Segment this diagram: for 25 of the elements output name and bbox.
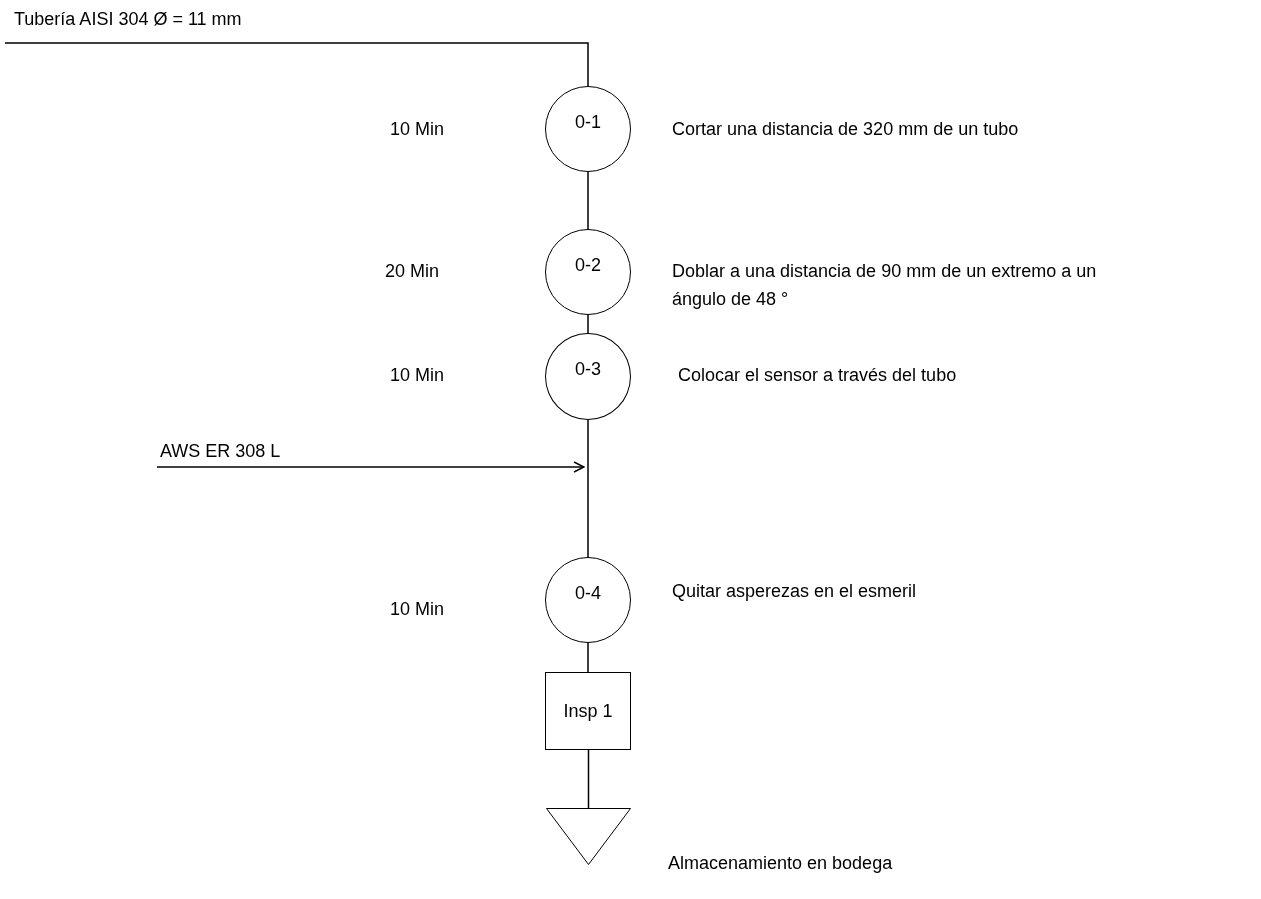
operation-number: 0-1	[575, 111, 601, 133]
connector-line	[587, 171, 589, 230]
step-description: Doblar a una distancia de 90 mm de un extremo a un ángulo de 48 °	[672, 260, 1098, 311]
connector-line	[587, 642, 589, 673]
inspection-label: Insp 1	[563, 700, 613, 722]
time-label: 10 Min	[390, 364, 445, 387]
step-description: Cortar una distancia de 320 mm de un tubo	[672, 118, 1019, 141]
material-label: Tubería AISI 304 Ø = 11 mm	[5, 8, 405, 43]
time-label: 10 Min	[390, 118, 445, 141]
connector-line	[587, 314, 589, 334]
material-label: AWS ER 308 L	[157, 440, 287, 467]
connector-line	[4, 42, 589, 87]
connector-line	[587, 419, 589, 558]
step-description: Almacenamiento en bodega	[668, 852, 893, 875]
operation-number: 0-3	[575, 359, 601, 380]
step-description: Quitar asperezas en el esmeril	[672, 580, 917, 603]
operation-number: 0-4	[575, 582, 601, 604]
inspection-box	[545, 672, 631, 750]
storage-triangle	[546, 808, 631, 865]
step-description: Colocar el sensor a través del tubo	[678, 364, 957, 387]
connector-line	[587, 749, 590, 809]
arrow	[156, 461, 585, 473]
time-label: 10 Min	[390, 598, 445, 621]
operation-number: 0-2	[575, 254, 601, 276]
time-label: 20 Min	[385, 260, 440, 283]
